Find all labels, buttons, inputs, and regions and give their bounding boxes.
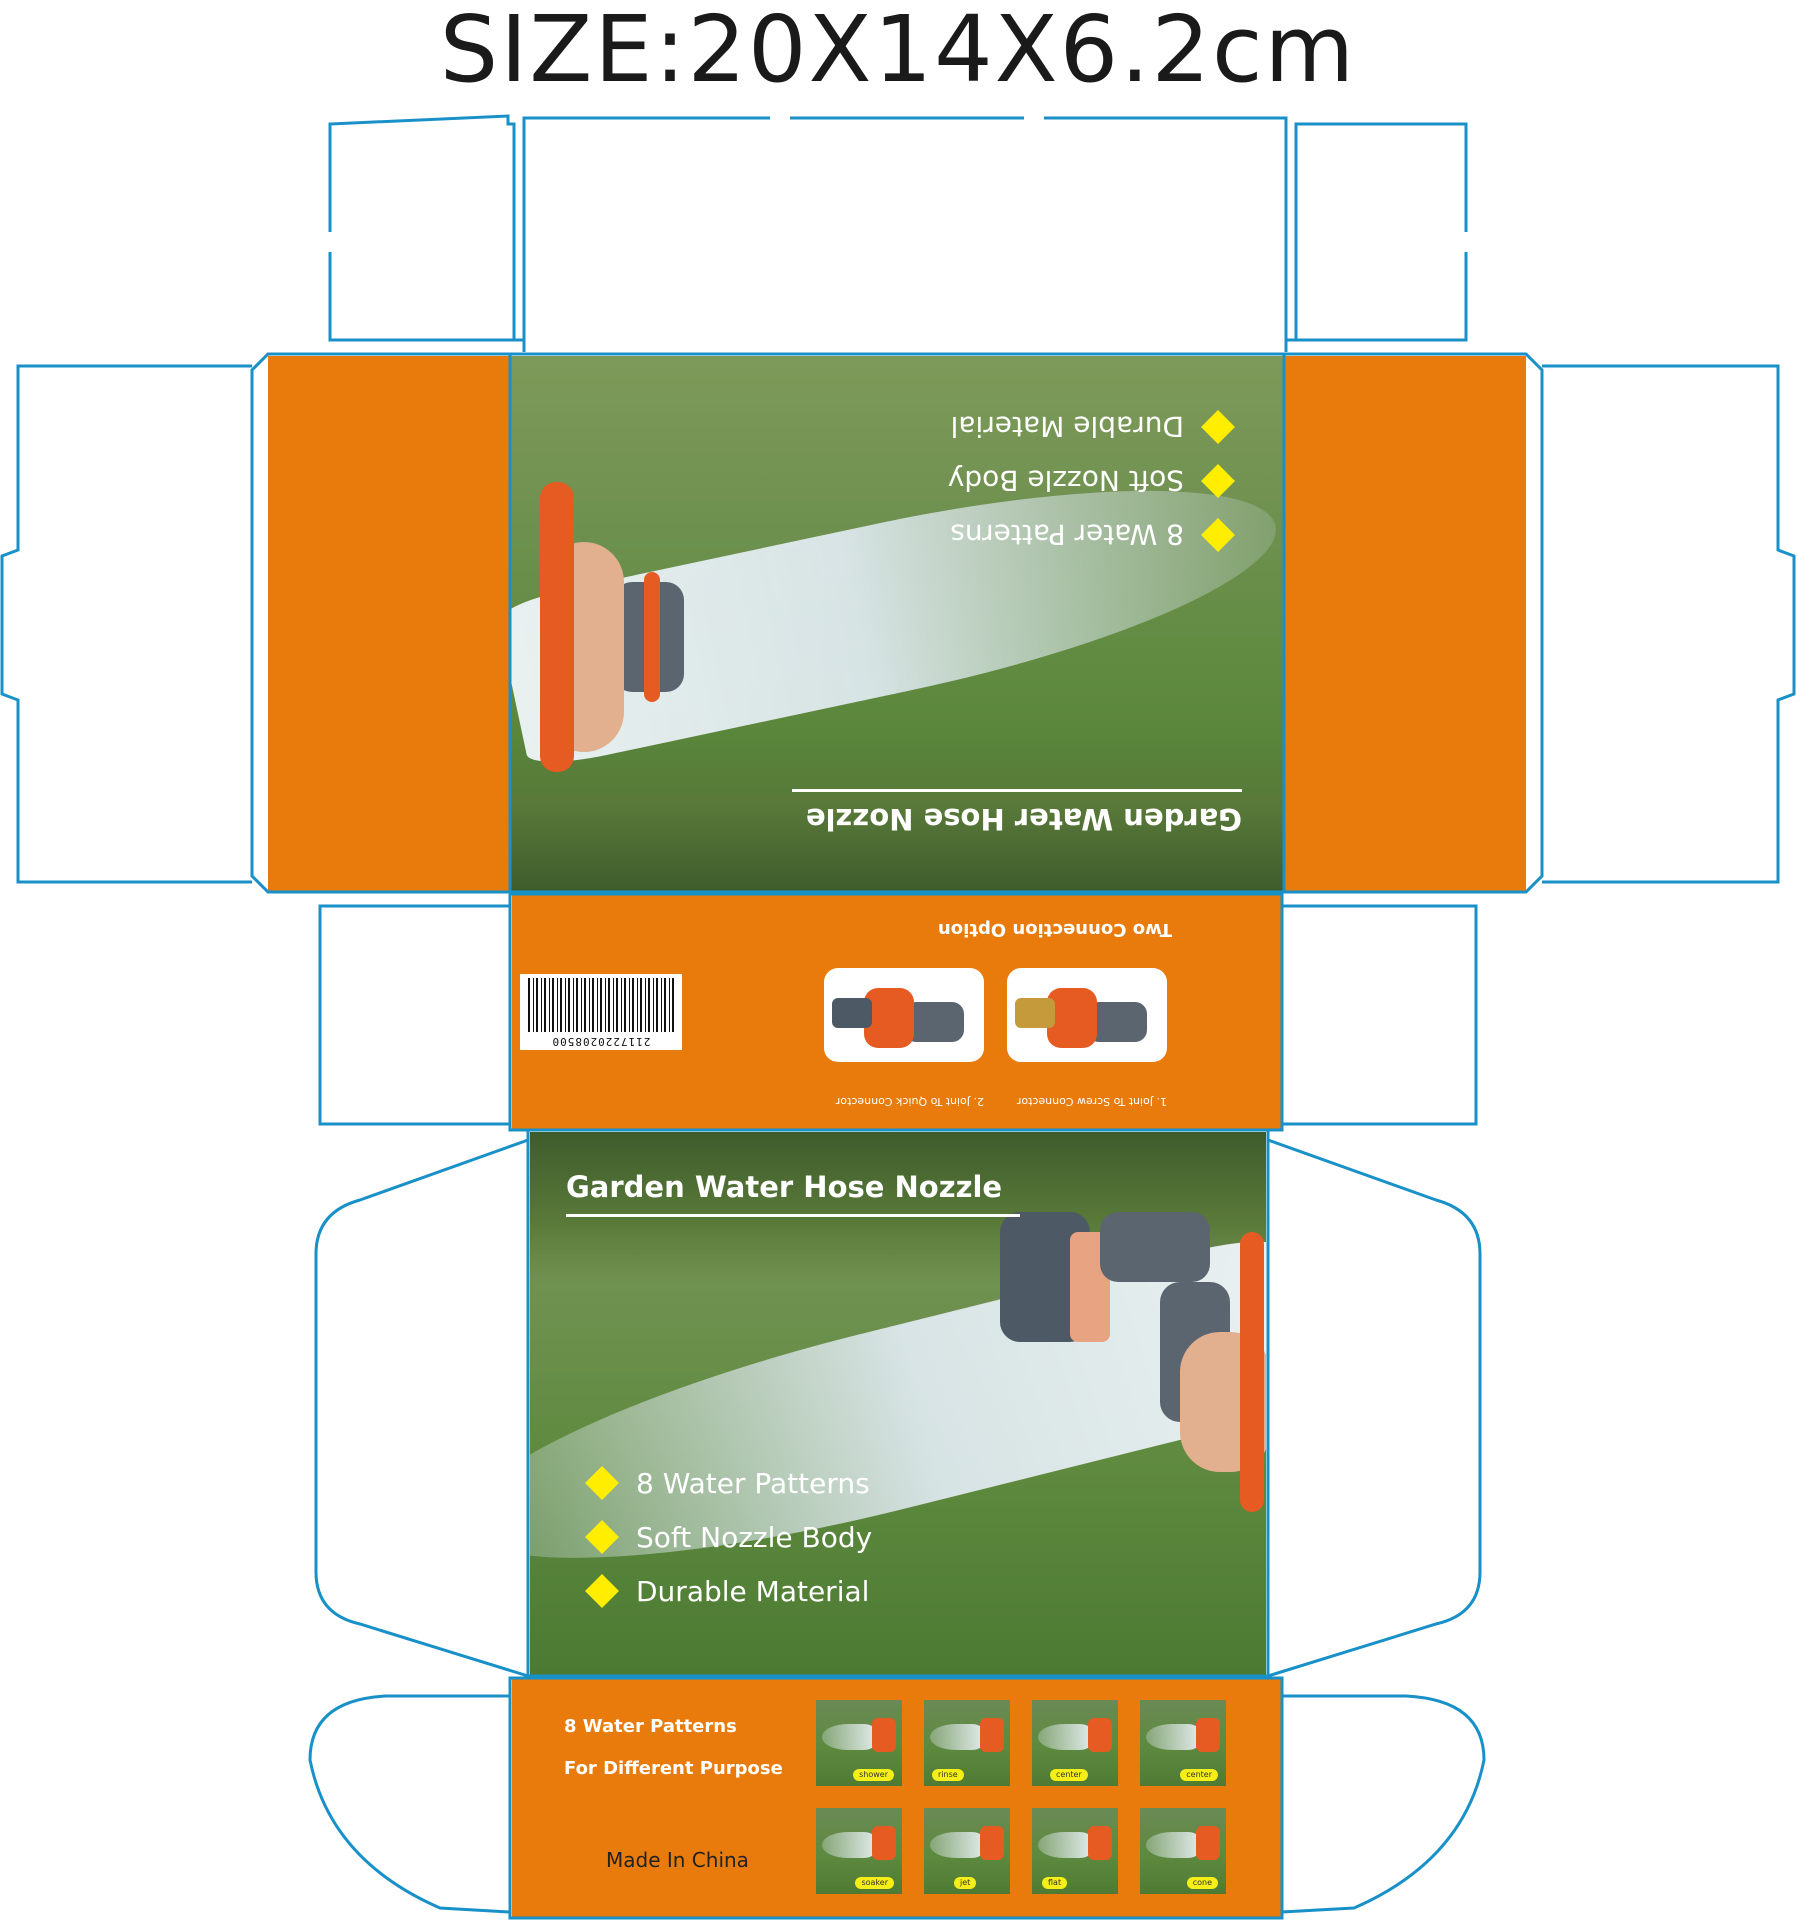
pattern-label: cone (1186, 1877, 1218, 1889)
top-left-flap-outline (328, 114, 524, 342)
back-photo-panel: Garden Water Hose Nozzle 8 Water Pattern… (510, 356, 1284, 892)
front-nozzle-illustration (1000, 1212, 1266, 1512)
pattern-label: rinse (932, 1769, 964, 1781)
pattern-label: flat (1042, 1877, 1068, 1889)
patterns-panel-outline (508, 1676, 1284, 1920)
bottom-left-flap-outline (308, 1694, 511, 1914)
patterns-line-2: For Different Purpose (564, 1758, 783, 1779)
patterns-panel: 8 Water Patterns For Different Purpose M… (512, 1678, 1282, 1918)
top-lid-outline (522, 116, 1288, 352)
front-feature-2: Soft Nozzle Body (585, 1510, 872, 1564)
pattern-thumb-cone: cone (1140, 1808, 1226, 1894)
pattern-label: soaker (855, 1877, 894, 1889)
patterns-line-1: 8 Water Patterns (564, 1716, 737, 1737)
far-right-flap-outline (1542, 364, 1796, 884)
pattern-label: jet (954, 1877, 977, 1889)
connection-right-flap-outline (1282, 904, 1478, 1126)
pattern-thumb-shower: shower (816, 1700, 902, 1786)
made-in-label: Made In China (606, 1848, 749, 1872)
pattern-thumb-center: center (1032, 1700, 1118, 1786)
front-right-flap-outline (1267, 1138, 1482, 1678)
pattern-thumb-jet: jet (924, 1808, 1010, 1894)
front-panel-outline (526, 1128, 1270, 1678)
back-panel-outline (508, 352, 1286, 894)
front-title-underline (566, 1214, 1020, 1217)
pattern-thumb-flat: flat (1032, 1808, 1118, 1894)
far-left-flap-outline (0, 364, 252, 884)
connection-left-flap-outline (318, 904, 510, 1126)
left-side-outline (250, 352, 512, 894)
pattern-label: shower (853, 1769, 894, 1781)
connection-panel-outline (508, 892, 1284, 1132)
size-label: SIZE:20X14X6.2cm (439, 0, 1357, 103)
front-photo-panel: Garden Water Hose Nozzle 8 Water Pattern… (530, 1132, 1266, 1676)
pattern-thumb-soaker: soaker (816, 1808, 902, 1894)
pattern-thumb-center-2: center (1140, 1700, 1226, 1786)
front-features: 8 Water Patterns Soft Nozzle Body Durabl… (585, 1456, 872, 1618)
connection-panel: Two Connection Option 1. Joint To Screw … (512, 894, 1282, 1130)
front-heading-block: Garden Water Hose Nozzle (566, 1170, 1026, 1217)
right-side-outline (1284, 352, 1544, 894)
pattern-label: center (1180, 1769, 1218, 1781)
bottom-right-flap-outline (1281, 1694, 1486, 1914)
front-feature-3: Durable Material (585, 1564, 872, 1618)
front-left-flap-outline (314, 1138, 529, 1678)
pattern-label: center (1050, 1769, 1088, 1781)
right-side-panel (1284, 356, 1526, 892)
front-feature-1: 8 Water Patterns (585, 1456, 872, 1510)
top-right-flap-outline (1286, 122, 1468, 342)
front-title: Garden Water Hose Nozzle (566, 1170, 1003, 1204)
pattern-thumb-rinse: rinse (924, 1700, 1010, 1786)
left-side-panel (268, 356, 510, 892)
